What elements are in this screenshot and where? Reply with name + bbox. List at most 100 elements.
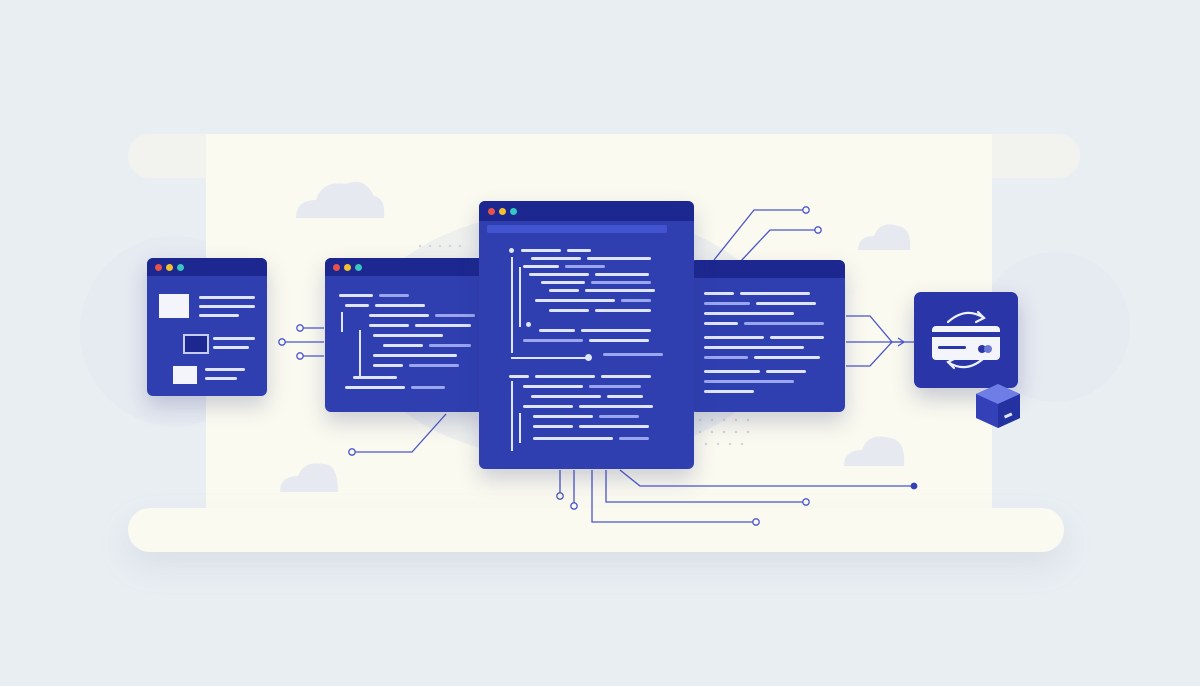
- code-line: [766, 370, 806, 373]
- code-line: [373, 354, 457, 357]
- code-line: [549, 309, 589, 312]
- code-line: [704, 322, 738, 325]
- cloud-icon: [844, 436, 905, 466]
- maximize-dot-icon: [355, 264, 362, 271]
- code-line: [599, 415, 639, 418]
- text-line: [205, 377, 237, 380]
- code-line: [607, 395, 643, 398]
- code-line: [345, 304, 369, 307]
- address-bar: [487, 225, 667, 233]
- maximize-dot-icon: [510, 208, 517, 215]
- code-line: [740, 292, 810, 295]
- payment-card-tile: [914, 292, 1018, 388]
- code-line: [704, 302, 750, 305]
- minimize-dot-icon: [499, 208, 506, 215]
- close-dot-icon: [488, 208, 495, 215]
- image-placeholder: [173, 366, 197, 384]
- code-line: [369, 314, 429, 317]
- code-line: [756, 302, 816, 305]
- code-line: [353, 376, 397, 379]
- code-line: [435, 314, 475, 317]
- code-line: [704, 356, 748, 359]
- code-line: [595, 309, 651, 312]
- code-line: [704, 380, 794, 383]
- payment-card-icon: [932, 310, 1000, 370]
- window-titlebar: [479, 201, 694, 221]
- code-line: [704, 346, 804, 349]
- code-line: [529, 273, 589, 276]
- selected-block: [183, 334, 209, 354]
- text-line: [213, 337, 255, 340]
- code-line: [619, 437, 649, 440]
- code-line: [523, 339, 583, 342]
- code-line: [411, 386, 445, 389]
- code-line: [589, 339, 649, 342]
- code-line: [704, 336, 764, 339]
- code-line: [591, 281, 651, 284]
- text-line: [213, 346, 249, 349]
- code-line: [429, 344, 471, 347]
- code-window-center: [479, 201, 694, 469]
- code-line: [379, 294, 409, 297]
- text-line: [199, 305, 255, 308]
- code-line: [535, 375, 595, 378]
- code-line: [531, 395, 601, 398]
- code-line: [704, 312, 794, 315]
- code-line: [521, 249, 561, 252]
- window-titlebar: [147, 258, 267, 276]
- code-line: [704, 292, 734, 295]
- code-line: [579, 425, 649, 428]
- code-window-right: [690, 260, 845, 412]
- code-line: [567, 249, 591, 252]
- code-line: [549, 289, 579, 292]
- package-cube-icon: [976, 384, 1020, 428]
- code-line: [585, 289, 655, 292]
- code-line: [345, 386, 405, 389]
- code-line: [581, 329, 651, 332]
- code-line: [744, 322, 824, 325]
- cloud-icon: [858, 224, 911, 250]
- code-line: [523, 265, 559, 268]
- code-line: [595, 273, 649, 276]
- code-line: [509, 375, 529, 378]
- code-line: [531, 257, 581, 260]
- cloud-icon: [280, 463, 338, 492]
- layout-window: [147, 258, 267, 396]
- code-line: [770, 336, 824, 339]
- code-line: [533, 437, 613, 440]
- code-line: [541, 281, 585, 284]
- minimize-dot-icon: [166, 264, 173, 271]
- code-line: [589, 385, 641, 388]
- close-dot-icon: [155, 264, 162, 271]
- code-line: [601, 375, 651, 378]
- code-line: [704, 370, 760, 373]
- code-line: [533, 415, 593, 418]
- code-line: [621, 299, 651, 302]
- window-titlebar: [690, 260, 845, 278]
- close-dot-icon: [333, 264, 340, 271]
- code-line: [409, 364, 459, 367]
- code-line: [533, 425, 573, 428]
- image-placeholder: [159, 294, 189, 318]
- code-line: [535, 299, 615, 302]
- code-line: [339, 294, 373, 297]
- backdrop-bar-bottom: [128, 508, 1064, 552]
- code-line: [579, 405, 653, 408]
- code-line: [415, 324, 471, 327]
- maximize-dot-icon: [177, 264, 184, 271]
- code-line: [523, 405, 573, 408]
- code-line: [565, 265, 605, 268]
- code-line: [369, 324, 409, 327]
- dot-pattern: [418, 244, 750, 446]
- code-line: [704, 390, 754, 393]
- code-line: [523, 385, 583, 388]
- code-line: [603, 353, 663, 356]
- code-line: [539, 329, 575, 332]
- code-window-left: [325, 258, 485, 412]
- text-line: [199, 296, 255, 299]
- text-line: [199, 314, 239, 317]
- code-line: [383, 344, 423, 347]
- code-line: [373, 334, 443, 337]
